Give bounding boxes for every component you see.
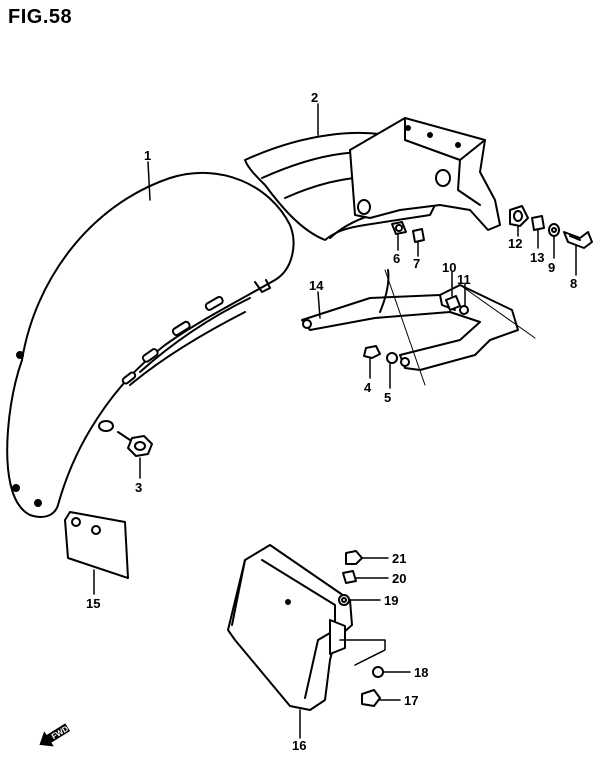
washer-19 — [338, 594, 350, 606]
callout-19: 19 — [384, 593, 398, 608]
bolt-8 — [563, 231, 593, 249]
mud-flap — [64, 511, 129, 579]
callout-20: 20 — [392, 571, 406, 586]
forward-arrow-label: FWD — [50, 724, 70, 741]
grommet-18 — [372, 666, 384, 678]
callout-13: 13 — [530, 250, 544, 265]
nut-11 — [459, 305, 469, 315]
callout-17: 17 — [404, 693, 418, 708]
washer-9 — [548, 223, 560, 237]
fender-nut — [117, 431, 153, 457]
lower-guard — [227, 544, 353, 711]
forward-arrow-icon: FWD — [39, 723, 70, 747]
callout-7: 7 — [413, 256, 420, 271]
bolt-17 — [361, 689, 381, 707]
spacer-13 — [531, 215, 545, 231]
nut-21 — [345, 550, 363, 565]
callout-3: 3 — [135, 480, 142, 495]
figure-title: FIG.58 — [8, 6, 73, 28]
leader-lines — [93, 103, 577, 739]
bolt-4 — [363, 345, 381, 359]
callout-labels: 1 2 3 4 5 6 7 8 9 10 11 12 13 14 15 16 1… — [86, 90, 577, 753]
callout-10: 10 — [442, 260, 456, 275]
callout-15: 15 — [86, 596, 100, 611]
callout-6: 6 — [393, 251, 400, 266]
callout-21: 21 — [392, 551, 406, 566]
collar-part-7 — [412, 228, 425, 243]
collar-20 — [342, 570, 357, 584]
callout-12: 12 — [508, 236, 522, 251]
callout-14: 14 — [309, 278, 324, 293]
callout-18: 18 — [414, 665, 428, 680]
fender-bracket-frame — [349, 117, 501, 231]
callout-9: 9 — [548, 260, 555, 275]
callout-4: 4 — [364, 380, 372, 395]
callout-8: 8 — [570, 276, 577, 291]
callout-11: 11 — [457, 272, 471, 287]
rear-fender — [6, 171, 295, 518]
callout-5: 5 — [384, 390, 391, 405]
callout-2: 2 — [311, 90, 318, 105]
callout-16: 16 — [292, 738, 306, 753]
fender-brace — [301, 269, 536, 386]
rubber-cushion-12 — [509, 205, 529, 227]
washer-5 — [386, 352, 398, 364]
callout-1: 1 — [144, 148, 151, 163]
spacer-part-6 — [391, 221, 407, 235]
collar-10 — [445, 295, 461, 311]
